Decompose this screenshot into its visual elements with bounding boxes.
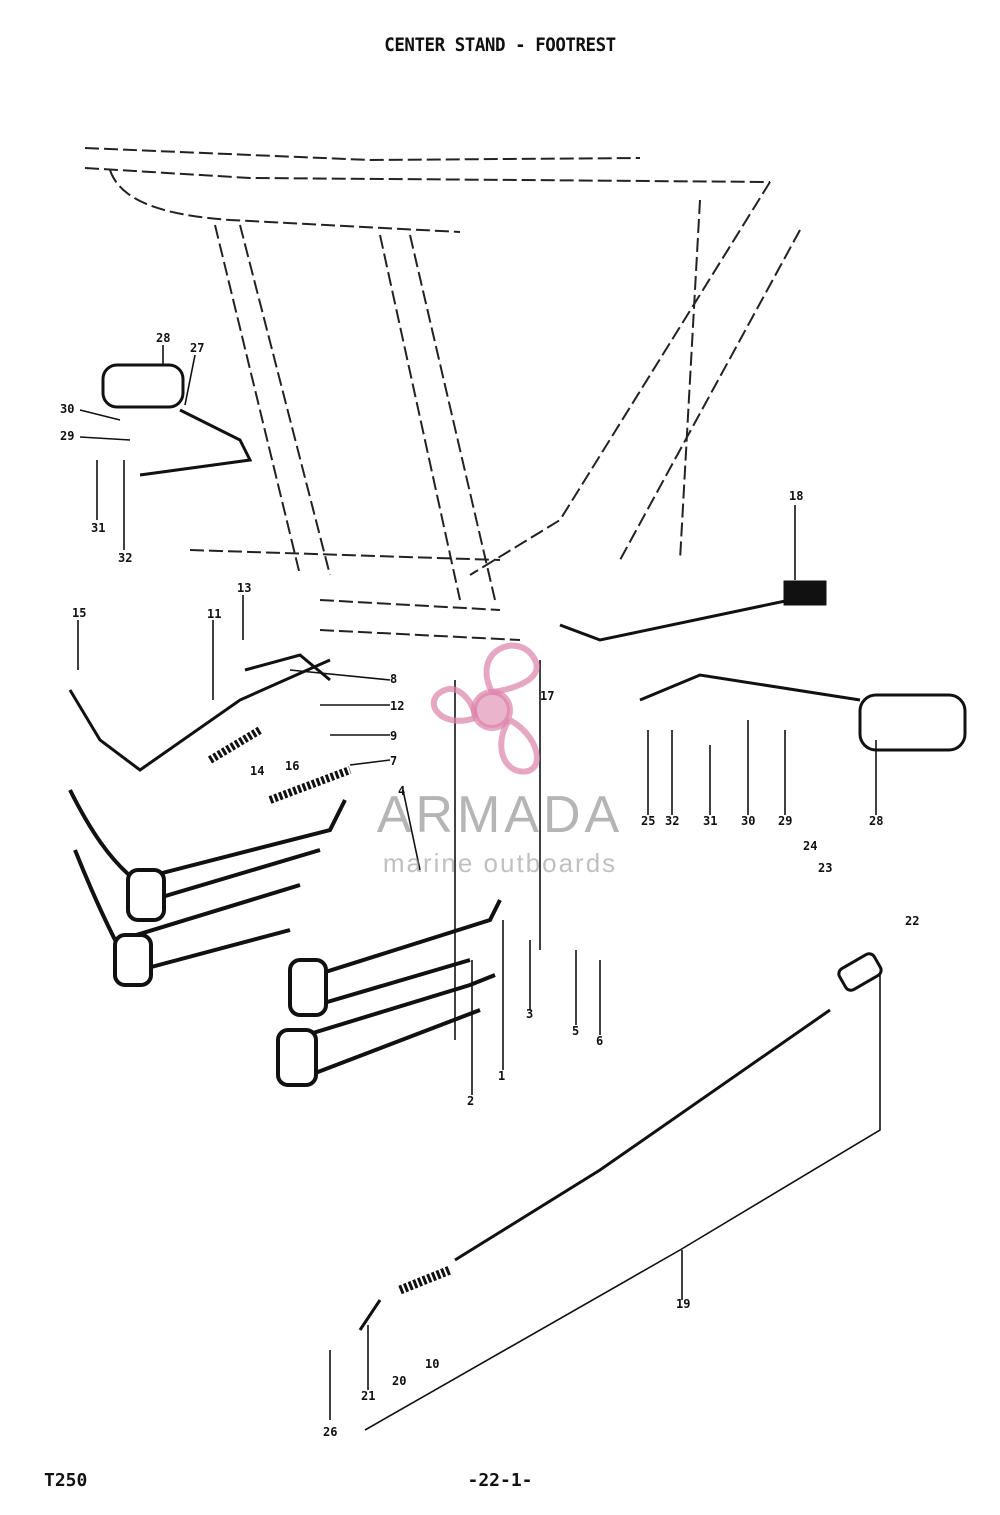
callout-9: 9 [390,729,397,743]
footrests [68,363,967,772]
brake-cable [358,952,883,1331]
callout-14: 14 [250,764,264,778]
callout-18: 18 [789,489,803,503]
callout-28-left: 28 [156,331,170,345]
callout-32-right: 32 [665,814,679,828]
callout-29-right: 29 [778,814,792,828]
callout-28-right: 28 [869,814,883,828]
callout-24: 24 [803,839,817,853]
callout-29-left: 29 [60,429,74,443]
callout-20: 20 [392,1374,406,1388]
callout-4: 4 [398,784,405,798]
callout-8: 8 [390,672,397,686]
callout-32-left: 32 [118,551,132,565]
callout-31-right: 31 [703,814,717,828]
callout-10: 10 [425,1357,439,1371]
callout-16: 16 [285,759,299,773]
callout-5: 5 [572,1024,579,1038]
callout-1: 1 [498,1069,505,1083]
callout-26: 26 [323,1425,337,1439]
callout-3: 3 [526,1007,533,1021]
callout-31-left: 31 [91,521,105,535]
callout-17: 17 [540,689,554,703]
callout-2: 2 [467,1094,474,1108]
callout-13: 13 [237,581,251,595]
model-code: T250 [44,1470,88,1491]
callout-23: 23 [818,861,832,875]
callout-27: 27 [190,341,204,355]
callout-7: 7 [390,754,397,768]
callout-15: 15 [72,606,86,620]
leader-lines [77,345,881,1431]
frame-outline [84,147,801,641]
callout-22: 22 [905,914,919,928]
callout-12: 12 [390,699,404,713]
watermark-tagline: marine outboards [382,848,618,878]
callout-30-right: 30 [741,814,755,828]
callout-19: 19 [676,1297,690,1311]
watermark-propeller-icon [430,642,540,775]
springs [207,726,452,1295]
callout-labels: 28 27 30 29 31 32 18 13 11 15 14 8 12 9 … [60,331,919,1439]
page-number: -22-1- [467,1470,533,1491]
callout-21: 21 [361,1389,375,1403]
callout-11: 11 [207,607,221,621]
callout-25: 25 [641,814,655,828]
center-stand [68,789,502,1087]
page-title: CENTER STAND - FOOTREST [384,34,616,56]
callout-6: 6 [596,1034,603,1048]
watermark-brand: ARMADA [376,786,624,844]
callout-30-left: 30 [60,402,74,416]
